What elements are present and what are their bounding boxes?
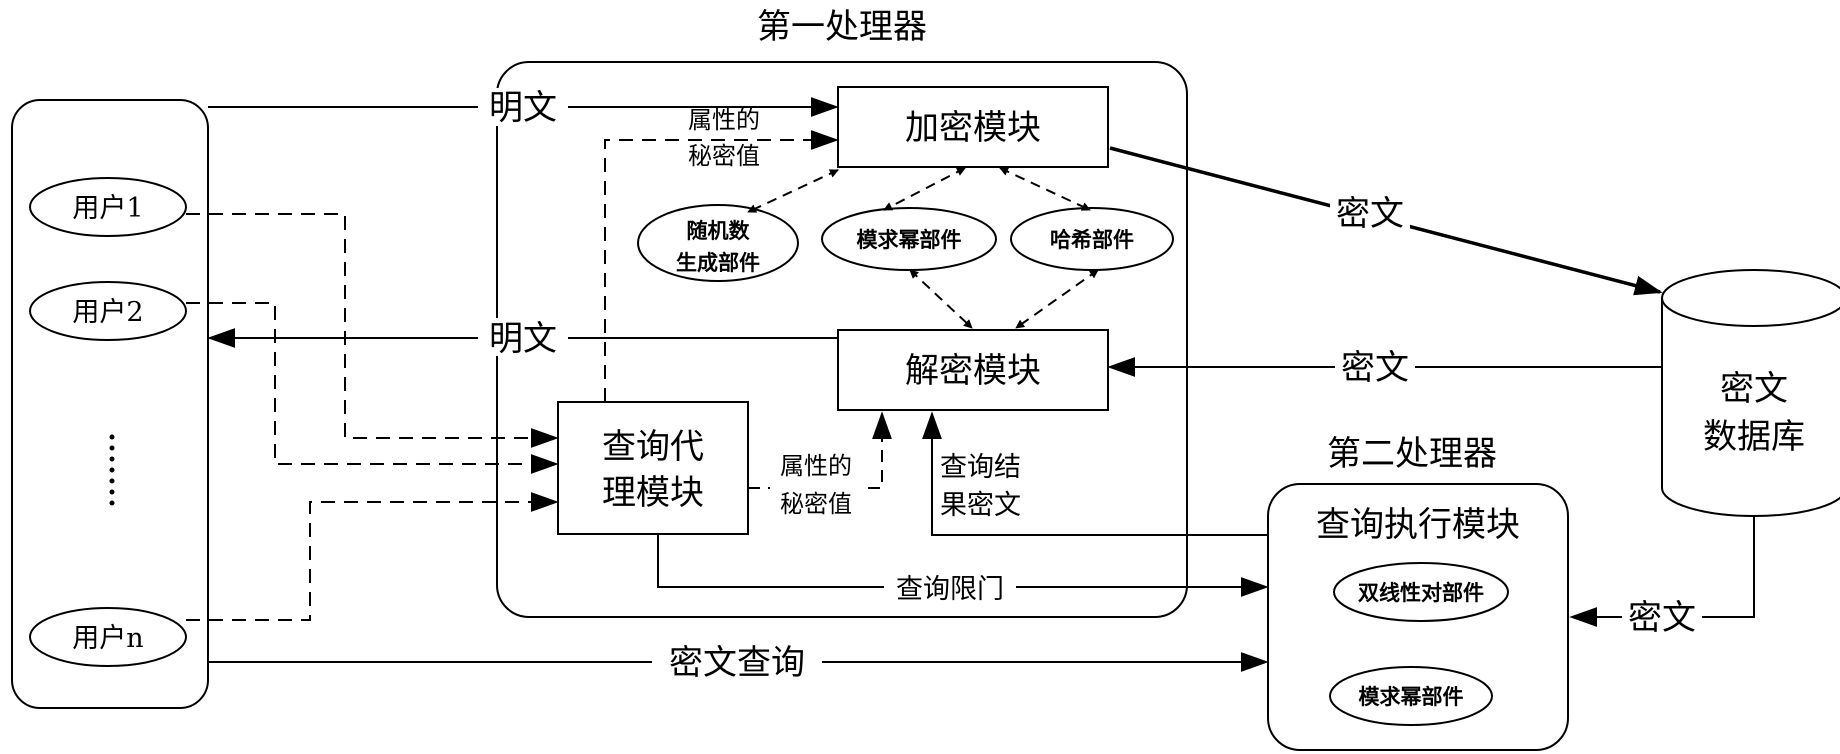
user-n: 用户n <box>30 608 186 666</box>
edge-label-cipher-db-exec: 密文 <box>1628 598 1696 638</box>
modexp2-component: 模求幂部件 <box>1330 667 1492 725</box>
edge-db-to-exec: 密文 <box>1572 516 1754 638</box>
database-label-2: 数据库 <box>1703 417 1805 457</box>
edge-label-cipher-from-db: 密文 <box>1341 348 1409 388</box>
modexp-component: 模求幂部件 <box>822 208 996 270</box>
bilinear-component: 双线性对部件 <box>1334 563 1508 621</box>
edge-label-plaintext-mid: 明文 <box>489 319 557 359</box>
query-proxy-module: 查询代 理模块 <box>558 402 748 534</box>
decrypt-module-label: 解密模块 <box>905 351 1041 391</box>
encrypt-module-label: 加密模块 <box>905 108 1041 148</box>
user-1: 用户1 <box>30 178 186 236</box>
edge-label-ciphertext-query: 密文查询 <box>669 643 805 683</box>
edge-query-trapdoor: 查询限门 <box>658 534 1266 606</box>
edge-encrypt-rng <box>748 170 838 212</box>
edge-ciphertext-to-db: 密文 <box>1110 148 1660 292</box>
edge-label-attr-top-1: 属性的 <box>688 106 760 134</box>
edge-plaintext-to-users: 明文 <box>210 318 838 359</box>
edge-label-query-result-1: 查询结 <box>940 452 1021 483</box>
user-ellipsis <box>110 435 115 506</box>
edge-label-attr-top-2: 秘密值 <box>688 142 760 170</box>
user-2-label: 用户2 <box>72 297 143 328</box>
edge-encrypt-hash <box>1000 168 1090 210</box>
processor2-title: 第二处理器 <box>1327 434 1497 474</box>
query-proxy-label-2: 理模块 <box>602 473 704 513</box>
edge-label-attr-mid-1: 属性的 <box>780 452 852 480</box>
ciphertext-database: 密文 数据库 <box>1662 270 1840 516</box>
hash-component: 哈希部件 <box>1011 208 1173 270</box>
edge-modexp-decrypt <box>910 270 972 328</box>
edge-query-result: 查询结 果密文 <box>932 414 1268 535</box>
edge-hash-decrypt <box>1016 270 1098 328</box>
rng-component: 随机数 生成部件 <box>638 205 798 281</box>
decrypt-module: 解密模块 <box>838 330 1108 410</box>
rng-label-2: 生成部件 <box>676 250 760 275</box>
edge-encrypt-modexp <box>884 168 965 210</box>
edge-label-attr-mid-2: 秘密值 <box>780 490 852 518</box>
edge-label-cipher-to-db: 密文 <box>1336 194 1404 234</box>
query-proxy-label-1: 查询代 <box>602 427 704 467</box>
query-exec-module-label: 查询执行模块 <box>1316 505 1520 545</box>
edge-label-plaintext-top: 明文 <box>489 88 557 128</box>
user-1-label: 用户1 <box>72 193 143 224</box>
modexp-label: 模求幂部件 <box>857 227 962 252</box>
hash-label: 哈希部件 <box>1050 227 1134 252</box>
edge-ciphertext-query: 密文查询 <box>208 642 1266 683</box>
edge-usern-to-proxy <box>186 502 556 620</box>
user-n-label: 用户n <box>72 623 143 654</box>
rng-label-1: 随机数 <box>687 218 751 243</box>
database-label-1: 密文 <box>1720 369 1788 409</box>
encrypt-module: 加密模块 <box>838 87 1108 167</box>
user-2: 用户2 <box>30 282 186 340</box>
edge-label-query-result-2: 果密文 <box>940 490 1021 521</box>
bilinear-label: 双线性对部件 <box>1358 580 1484 605</box>
processor1-title: 第一处理器 <box>757 7 927 47</box>
modexp2-label: 模求幂部件 <box>1359 684 1464 709</box>
edge-db-to-decrypt: 密文 <box>1110 348 1662 388</box>
edge-label-query-trapdoor: 查询限门 <box>896 574 1004 605</box>
edge-attr-secret-to-decrypt: 属性的 秘密值 <box>748 414 882 526</box>
